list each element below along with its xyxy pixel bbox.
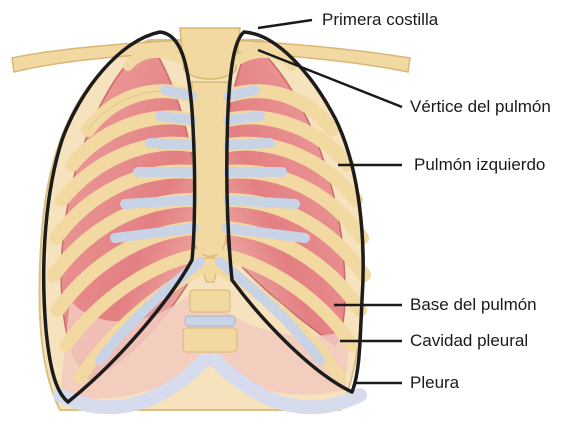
label-lung-apex: Vértice del pulmón [410, 97, 551, 116]
vertebral-column [183, 290, 237, 352]
label-first-rib: Primera costilla [322, 10, 439, 29]
label-pleura: Pleura [410, 373, 460, 392]
label-lung-base: Base del pulmón [410, 295, 537, 314]
label-pleural-cavity: Cavidad pleural [410, 331, 528, 350]
leader-first-rib [258, 20, 312, 28]
label-left-lung: Pulmón izquierdo [414, 155, 545, 174]
